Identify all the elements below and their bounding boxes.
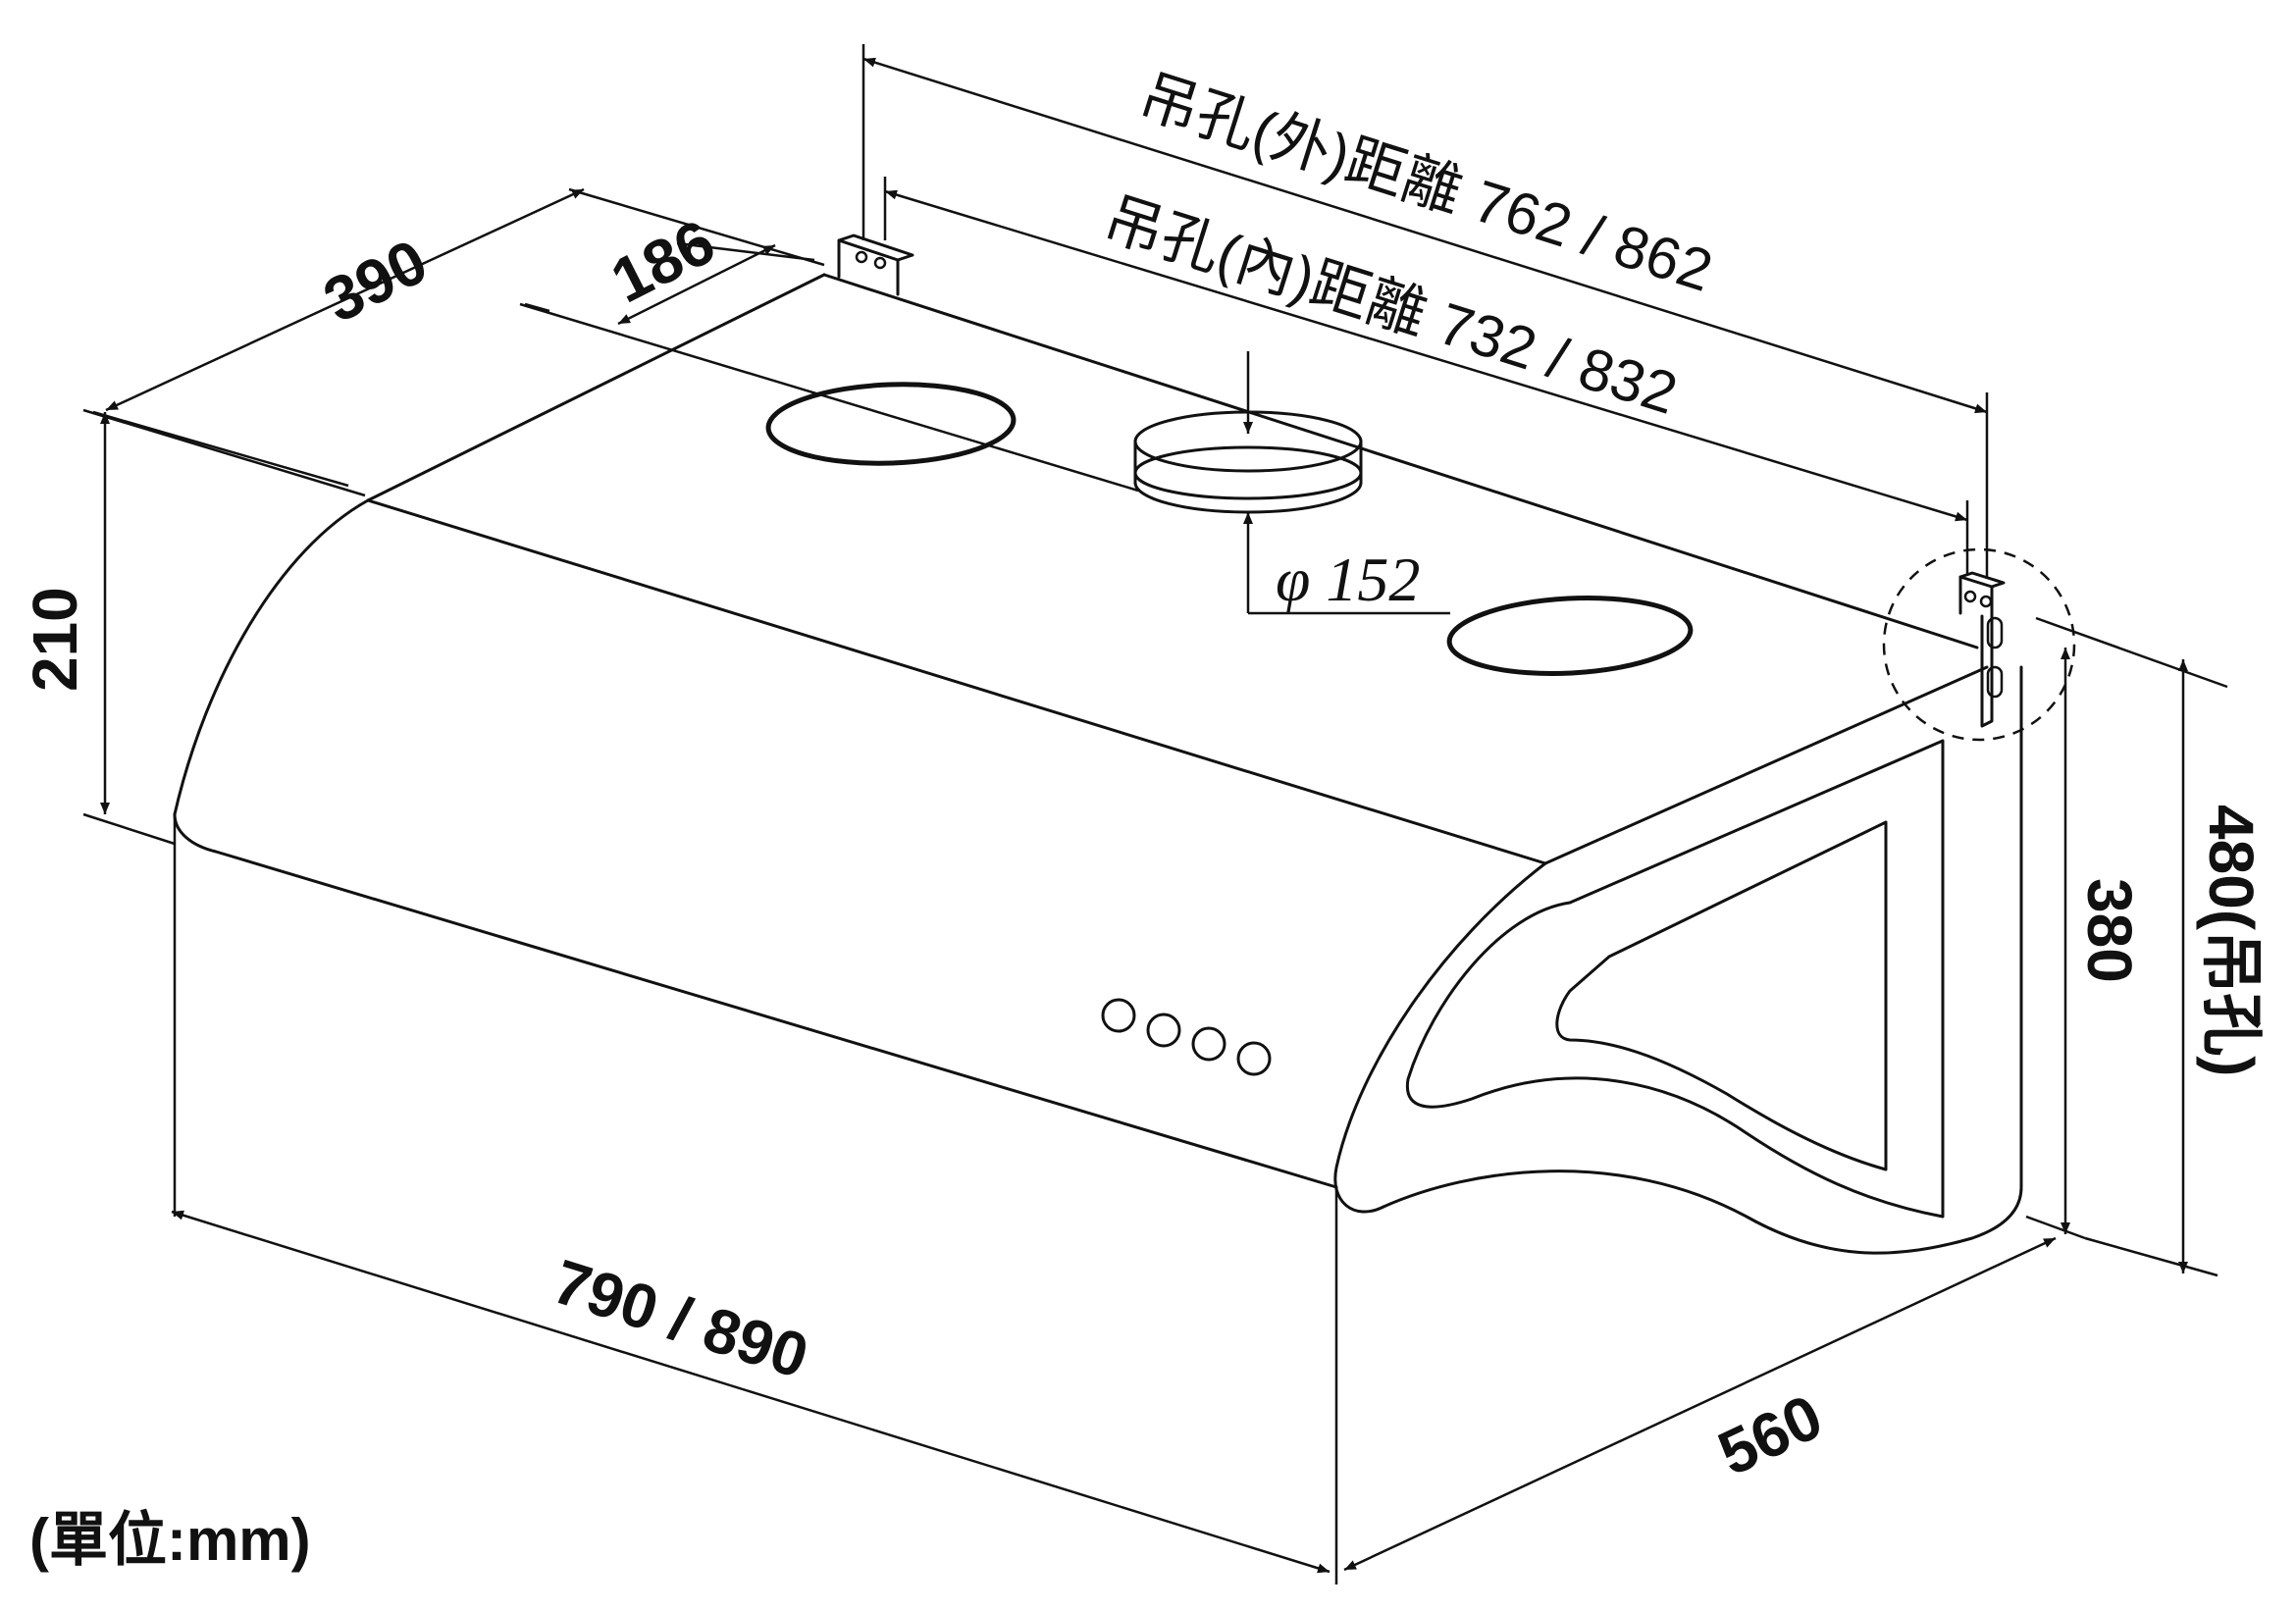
- label-duct-diameter: φ 152: [1276, 545, 1420, 614]
- dim-186: 186: [524, 206, 815, 326]
- right-vent-hole: [1446, 596, 1694, 676]
- control-button-4: [1236, 1041, 1272, 1076]
- label-186: 186: [600, 206, 726, 317]
- left-vent-hole: [765, 382, 1017, 466]
- control-button-2: [1146, 1013, 1181, 1048]
- dim-480: 480(吊孔): [2084, 659, 2267, 1277]
- control-button-1: [1101, 998, 1136, 1033]
- hood-body: [173, 273, 2023, 1585]
- dim-380: 380: [2025, 616, 2228, 1240]
- label-480: 480(吊孔): [2196, 805, 2267, 1076]
- label-380: 380: [2074, 878, 2145, 983]
- unit-label: (單位:mm): [29, 1507, 311, 1573]
- detail-circle: [1882, 547, 2076, 742]
- control-buttons: [1101, 998, 1272, 1076]
- label-560: 560: [1707, 1380, 1832, 1488]
- dim-depth-560: 560: [1343, 1236, 2057, 1572]
- control-button-3: [1191, 1026, 1226, 1062]
- dim-210: 210: [20, 408, 366, 846]
- bracket-right: [1882, 547, 2076, 742]
- label-210: 210: [20, 587, 90, 692]
- label-390: 390: [313, 226, 439, 337]
- dim-duct-diameter: φ 152: [1243, 351, 1450, 615]
- bracket-left: [837, 234, 914, 296]
- dim-390: 390: [92, 187, 825, 488]
- dim-front-width: 790 / 890: [171, 1210, 1331, 1574]
